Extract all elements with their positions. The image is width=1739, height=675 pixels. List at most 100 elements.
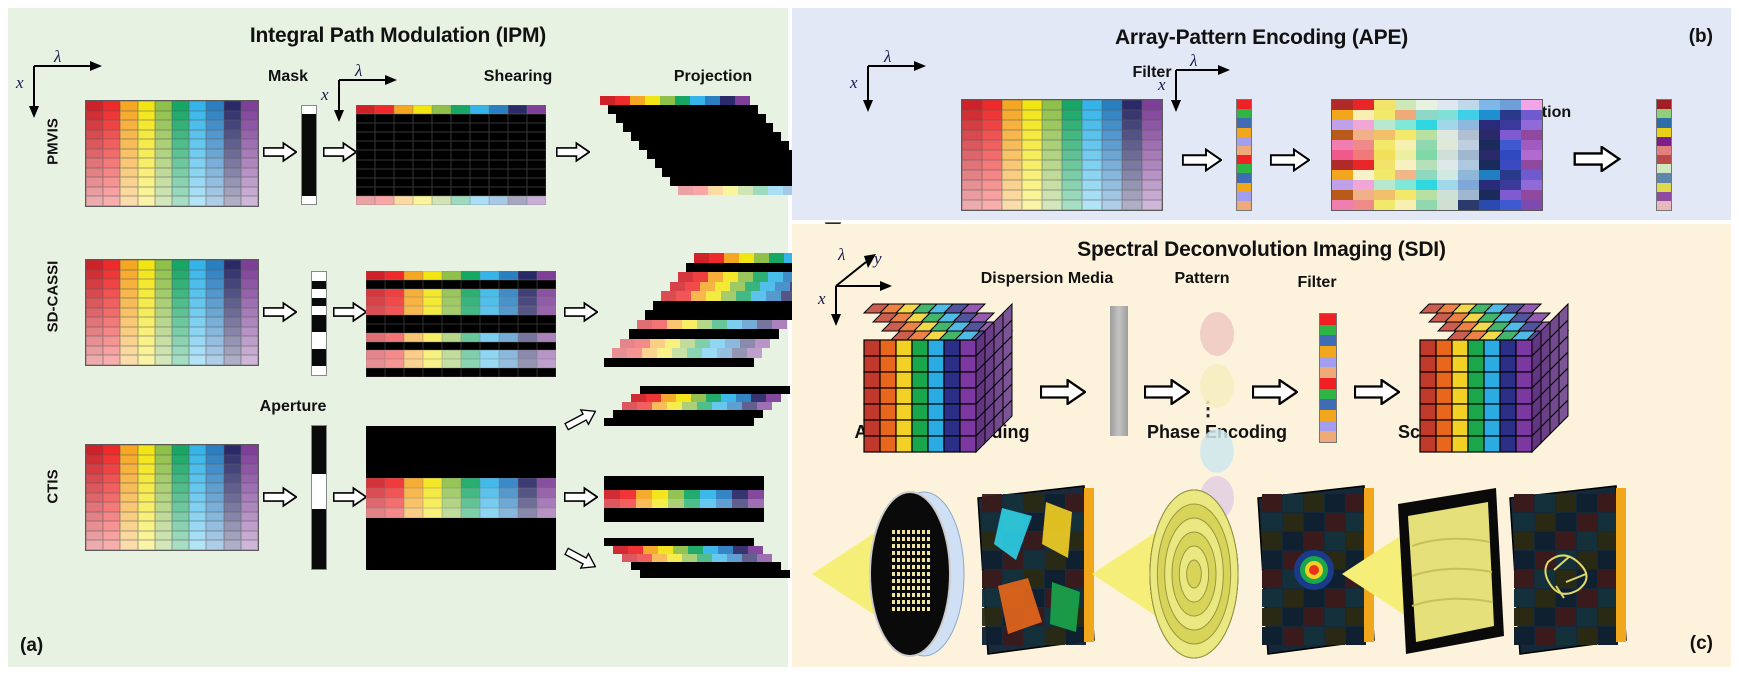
sheared-cell <box>620 338 636 348</box>
strip-cell <box>1657 145 1671 155</box>
sheared-cell <box>697 554 712 562</box>
modulated-cell <box>499 332 518 342</box>
datacube-cell <box>120 317 138 327</box>
sheared-row <box>631 394 781 402</box>
sheared-cell <box>696 319 712 329</box>
modulated-cell <box>499 368 518 377</box>
strip-cell <box>1237 145 1251 155</box>
ctis-band-cell <box>366 508 385 518</box>
modulated-cell <box>470 132 489 142</box>
panel-sdi-title: Spectral Deconvolution Imaging (SDI) <box>1077 238 1446 261</box>
stage-label-pattern: Pattern <box>1174 270 1230 287</box>
sheared-cell <box>735 96 750 105</box>
modulated-cell <box>480 288 499 298</box>
datacube-cell <box>154 355 172 365</box>
datacube-cell <box>223 492 241 503</box>
mask-cell <box>312 437 326 450</box>
mosaic-cell <box>1458 200 1479 210</box>
modulated-cell <box>489 159 508 169</box>
datacube-cell <box>1122 150 1142 160</box>
mosaic-cell <box>1332 130 1353 140</box>
datacube-cell <box>172 502 190 512</box>
datacube-cell <box>172 464 190 474</box>
mosaic-cell <box>1332 180 1353 190</box>
row-label-sdcassi: SD-CASSI <box>44 260 62 333</box>
datacube-cell <box>962 120 982 130</box>
datacube-cell <box>1142 180 1162 190</box>
ctis-band-cell <box>423 488 442 498</box>
sheared-cell <box>661 394 676 402</box>
datacube-cell <box>86 454 104 465</box>
sheared-cell <box>680 338 696 348</box>
modulated-cell <box>470 159 489 169</box>
datacube-cell <box>154 110 172 121</box>
sheared-cell <box>612 348 628 358</box>
modulated-cell <box>356 105 375 115</box>
modulated-cell <box>489 132 508 142</box>
ctis-band-cell <box>480 488 499 498</box>
datacube-cell <box>86 473 104 484</box>
sheared-cell <box>628 546 643 554</box>
datacube-cell <box>154 120 172 130</box>
datacube-cell <box>154 530 172 541</box>
datacube-cell <box>137 336 155 346</box>
modulated-cell <box>442 297 461 307</box>
sheared-cell <box>714 159 730 168</box>
sheared-row <box>607 105 758 114</box>
sheared-cell <box>683 300 699 310</box>
sheared-cell <box>654 141 669 150</box>
sheared-cell <box>707 272 723 282</box>
sheared-row <box>639 141 789 150</box>
mosaic-cell <box>1416 200 1437 210</box>
datacube-cell <box>223 483 241 493</box>
datacube-cell <box>1002 170 1022 180</box>
sheared-cell <box>736 562 751 570</box>
ctis-band-cell <box>461 508 480 518</box>
datacube-cell <box>206 464 224 474</box>
sheared-cell <box>685 570 700 578</box>
modulated-cell <box>461 288 480 298</box>
mask-pmvis <box>301 105 317 205</box>
datacube-cell <box>1082 180 1102 190</box>
mosaic-cell <box>1395 100 1416 110</box>
sheared-row <box>661 291 812 301</box>
modulated-cell <box>413 105 432 115</box>
modulated-cell <box>461 341 480 351</box>
datacube-cell <box>1042 170 1062 180</box>
datacube-cell <box>240 158 258 168</box>
sheared-cell <box>760 177 776 186</box>
ctis-band-cell <box>385 508 404 518</box>
sheared-cell <box>782 168 798 177</box>
ctis-band-cell <box>461 488 480 498</box>
modulated-cell <box>451 168 470 178</box>
datacube-cell <box>1002 140 1022 150</box>
sheared-row <box>653 300 804 310</box>
modulated-cell <box>394 123 413 133</box>
sheared-cell <box>729 159 745 168</box>
mosaic-cell <box>1521 200 1542 210</box>
modulated-cell <box>394 159 413 169</box>
sheared-cell <box>767 272 783 282</box>
datacube-cell <box>86 167 104 178</box>
modulated-cell <box>375 105 394 115</box>
modulated-cell <box>423 350 442 360</box>
mosaic-cell <box>1374 130 1395 140</box>
datacube-cell <box>1002 180 1022 190</box>
sheared-cell <box>748 546 763 554</box>
modulated-cell <box>489 186 508 196</box>
sheared-cell <box>635 338 651 348</box>
sheared-cell <box>715 177 731 186</box>
ctis-band-cell <box>404 478 423 488</box>
datacube-cell <box>1042 150 1062 160</box>
strip-cell <box>1657 182 1671 192</box>
svg-text:y: y <box>872 249 882 268</box>
sheared-cell <box>745 570 760 578</box>
mask-cell <box>312 426 326 438</box>
mosaic-cell <box>1416 130 1437 140</box>
datacube-cell <box>103 445 121 455</box>
axis-label-x: x <box>15 73 24 92</box>
sheared-cell <box>684 159 700 168</box>
datacube-cell <box>240 196 258 206</box>
mask-cell <box>312 314 326 324</box>
modulated-cell <box>442 271 461 280</box>
